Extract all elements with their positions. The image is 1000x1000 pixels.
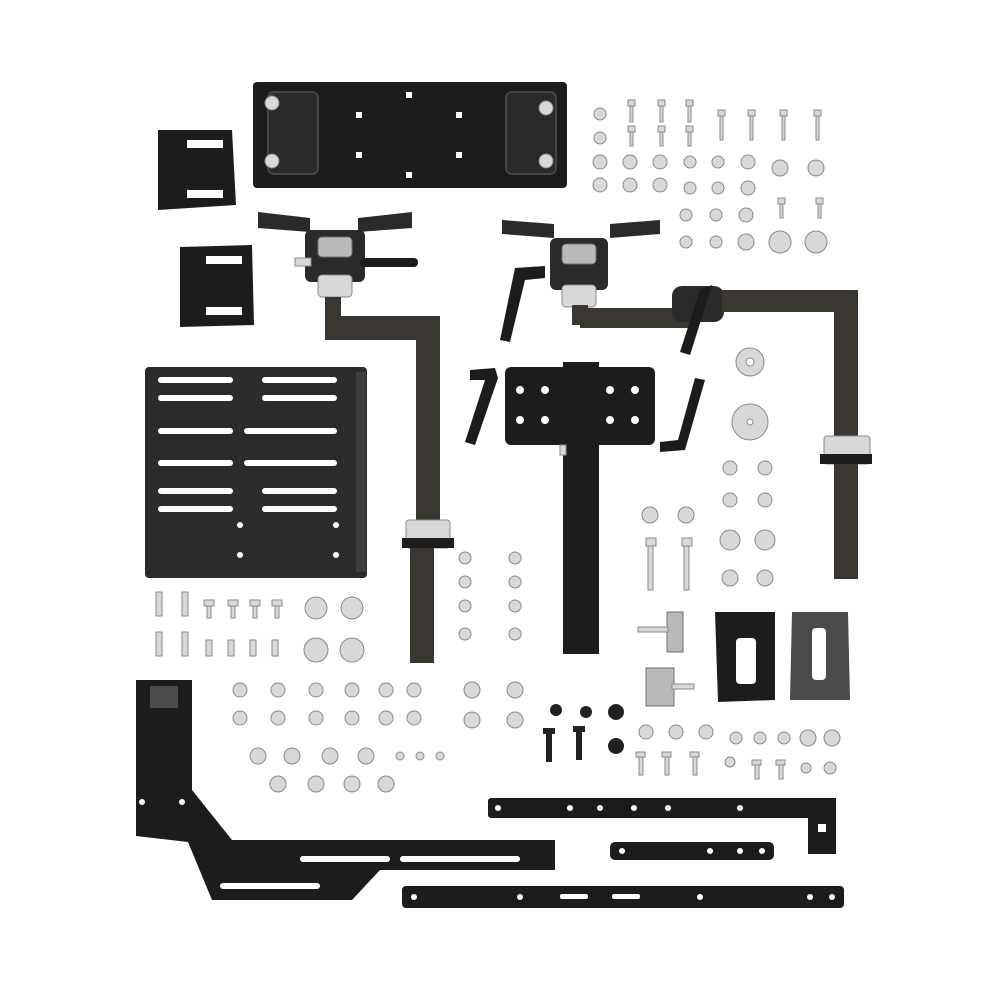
flat-rail-bottom xyxy=(402,886,844,908)
hardware-nuts-center xyxy=(458,551,524,729)
hardware-bolts-top-right xyxy=(592,99,828,254)
right-swivel-arm xyxy=(500,220,872,579)
small-bracket-1 xyxy=(158,130,236,210)
small-bracket-2 xyxy=(180,245,254,327)
angle-bracket-gray xyxy=(790,612,850,700)
center-clamp-post xyxy=(465,362,705,654)
hardware-washers-middle-right xyxy=(641,347,776,591)
flat-rail-top xyxy=(488,798,836,854)
slotted-tray-plate xyxy=(145,367,367,578)
top-mounting-plate xyxy=(253,82,567,188)
bottom-l-bracket xyxy=(136,680,555,900)
t-bolt-bracket-right xyxy=(645,667,695,707)
angle-bracket-black xyxy=(715,612,775,702)
flat-rail-short xyxy=(610,842,774,860)
hardware-bolts-bottom-right xyxy=(543,704,841,780)
hardware-screws-left xyxy=(155,591,365,663)
t-bolt-bracket-left xyxy=(637,611,684,653)
hardware-washers-bottom-left xyxy=(232,682,445,793)
left-swivel-arm xyxy=(258,212,454,663)
